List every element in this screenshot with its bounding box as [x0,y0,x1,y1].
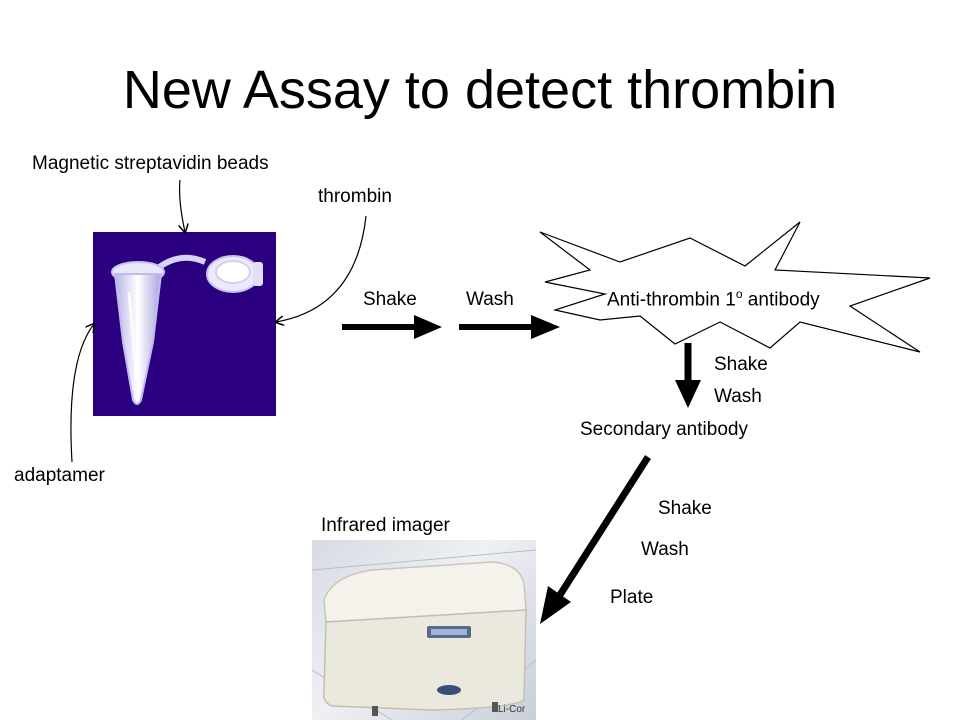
beads-label: Magnetic streptavidin beads [32,153,269,174]
thrombin-label: thrombin [318,186,392,207]
wash-label-3: Wash [641,539,689,560]
primary-antibody-sup: o [735,287,743,301]
primary-antibody-starburst [539,221,931,353]
microcentrifuge-tube-icon [111,254,263,405]
plate-label: Plate [610,587,654,608]
wash-arrow [459,315,560,339]
shake-label-3: Shake [658,498,712,519]
shake-arrow [342,315,442,339]
shake-label-2: Shake [714,354,768,375]
page-title: New Assay to detect thrombin [122,60,838,120]
diagonal-arrow [540,455,651,624]
adaptamer-label: adaptamer [14,465,105,486]
imager-image: Li-Cor [312,540,536,720]
wash-label-2: Wash [714,386,762,407]
imager-label: Infrared imager [321,515,450,536]
shake-label-1: Shake [363,289,417,310]
image-credit: Li-Cor [498,704,526,715]
infrared-imager-icon [312,549,536,720]
down-arrow [675,343,701,408]
primary-antibody-suffix: antibody [742,289,820,311]
wash-label-1: Wash [466,289,514,310]
adaptamer-pointer-arrow [70,324,94,463]
tube-image [93,232,276,416]
secondary-antibody-label: Secondary antibody [580,419,748,440]
primary-antibody-label: Anti-thrombin 1o antibody [607,283,820,311]
primary-antibody-prefix: Anti-thrombin 1 [607,289,736,311]
beads-pointer-arrow [180,179,185,232]
thrombin-pointer-arrow [276,215,367,322]
